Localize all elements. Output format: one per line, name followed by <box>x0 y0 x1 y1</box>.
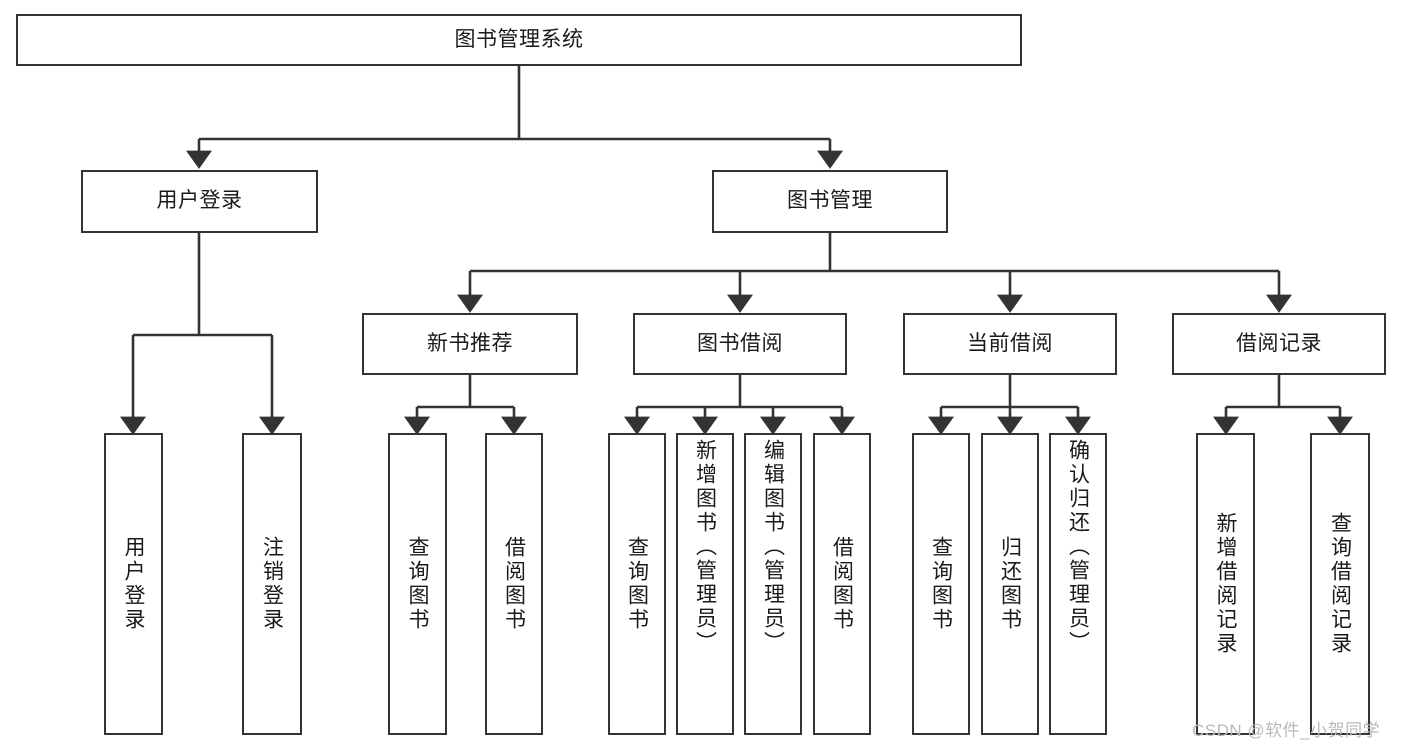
leaf-borrow-book[interactable]: 借阅图书 <box>813 433 871 735</box>
leaf-borrow-book-recommend-label: 借阅图书 <box>502 536 526 632</box>
leaf-logout-label: 注销登录 <box>260 536 284 632</box>
leaf-edit-book-admin-label: 编辑图书（管理员） <box>761 439 785 655</box>
leaf-add-book-admin[interactable]: 新增图书（管理员） <box>676 433 734 735</box>
node-current-borrow[interactable]: 当前借阅 <box>903 313 1117 375</box>
leaf-borrow-book-label: 借阅图书 <box>830 536 854 632</box>
leaf-add-book-admin-label: 新增图书（管理员） <box>693 439 717 655</box>
leaf-query-book-borrow[interactable]: 查询图书 <box>608 433 666 735</box>
leaf-add-borrow-record-label: 新增借阅记录 <box>1214 512 1237 656</box>
node-root[interactable]: 图书管理系统 <box>16 14 1022 66</box>
node-book-management-label: 图书管理 <box>787 189 873 213</box>
csdn-watermark: CSDN @软件_小贺同学 <box>1192 721 1381 740</box>
node-borrow-record-label: 借阅记录 <box>1236 331 1322 355</box>
leaf-user-login[interactable]: 用户登录 <box>104 433 163 735</box>
node-new-book-recommend[interactable]: 新书推荐 <box>362 313 578 375</box>
leaf-confirm-return-admin-label: 确认归还（管理员） <box>1066 439 1090 655</box>
node-book-borrow[interactable]: 图书借阅 <box>633 313 847 375</box>
leaf-query-book-current[interactable]: 查询图书 <box>912 433 970 735</box>
leaf-logout[interactable]: 注销登录 <box>242 433 302 735</box>
leaf-query-book-current-label: 查询图书 <box>929 536 953 632</box>
leaf-query-book-borrow-label: 查询图书 <box>625 536 649 632</box>
node-book-borrow-label: 图书借阅 <box>697 331 783 355</box>
leaf-query-borrow-record-label: 查询借阅记录 <box>1328 512 1352 656</box>
leaf-query-book-recommend[interactable]: 查询图书 <box>388 433 447 735</box>
leaf-add-borrow-record[interactable]: 新增借阅记录 <box>1196 433 1255 735</box>
leaf-query-book-recommend-label: 查询图书 <box>406 536 429 632</box>
leaf-confirm-return-admin[interactable]: 确认归还（管理员） <box>1049 433 1107 735</box>
leaf-return-book-label: 归还图书 <box>998 536 1022 632</box>
node-user-login-label: 用户登录 <box>156 189 243 213</box>
leaf-borrow-book-recommend[interactable]: 借阅图书 <box>485 433 543 735</box>
node-new-book-recommend-label: 新书推荐 <box>427 331 513 355</box>
leaf-edit-book-admin[interactable]: 编辑图书（管理员） <box>744 433 802 735</box>
node-root-label: 图书管理系统 <box>454 27 584 51</box>
leaf-return-book[interactable]: 归还图书 <box>981 433 1039 735</box>
node-current-borrow-label: 当前借阅 <box>967 331 1053 355</box>
node-user-login[interactable]: 用户登录 <box>81 170 318 233</box>
leaf-query-borrow-record[interactable]: 查询借阅记录 <box>1310 433 1370 735</box>
leaf-user-login-label: 用户登录 <box>122 536 145 632</box>
node-book-management[interactable]: 图书管理 <box>712 170 948 233</box>
node-borrow-record[interactable]: 借阅记录 <box>1172 313 1386 375</box>
